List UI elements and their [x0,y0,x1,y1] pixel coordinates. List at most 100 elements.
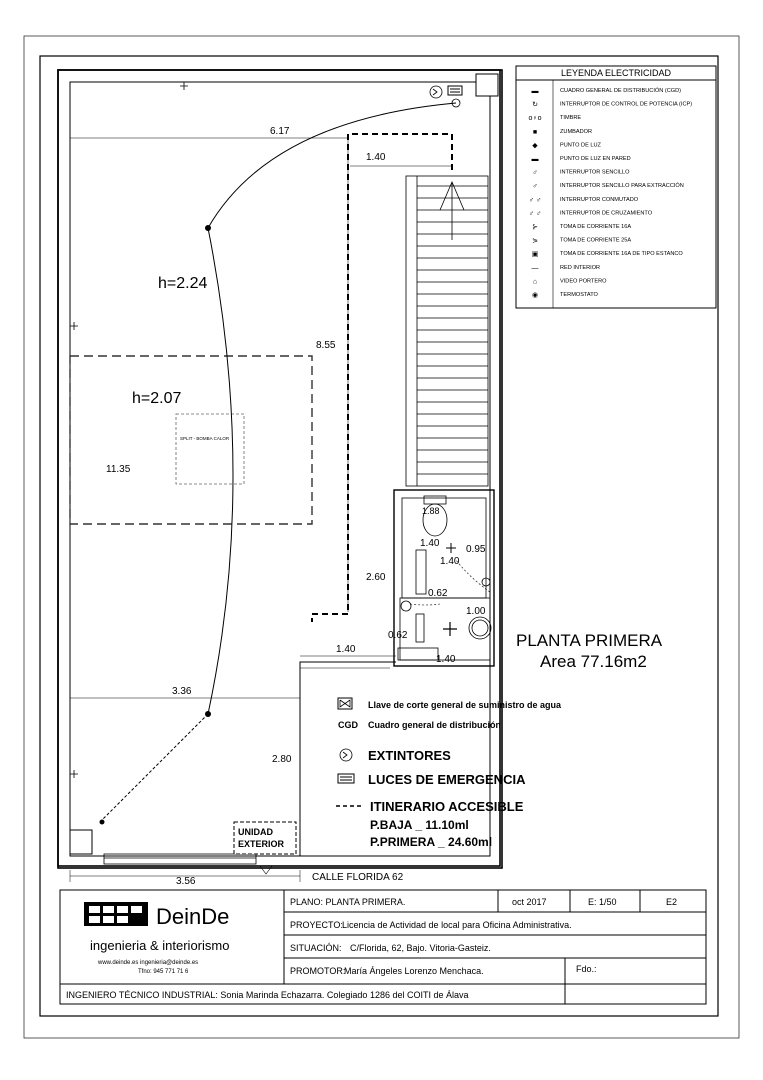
legend-label: INTERRUPTOR CONMUTADO [560,197,639,203]
legend-label: TOMA DE CORRIENTE 25A [560,238,631,244]
bell-icon: o♀o [528,115,541,122]
facade-window [103,853,257,865]
company-phone: Tfno: 945 771 71 6 [138,969,189,975]
legend-label: ZUMBADOR [560,129,592,135]
washbasin [468,616,492,640]
thermostat-icon: ◉ [532,292,538,299]
lighting-circuit-arc [207,102,457,715]
note-pprimera: P.PRIMERA _ 24.60ml [370,835,492,849]
legend-label: PUNTO DE LUZ EN PARED [560,156,631,162]
column-bottom-left [69,829,93,855]
dim-1-40-top: 1.40 [366,152,386,163]
wc-label: 1.88 [422,506,440,516]
legend-title: LEYENDA ELECTRICIDAD [561,68,672,78]
socket-25a-icon: ⋟ [532,238,538,245]
note-extinguishers: EXTINTORES [368,748,451,763]
split-label: SPLIT - BOMBA CALOR [180,436,230,441]
emergency-light-icon [337,773,355,784]
ceiling-height-1: h=2.24 [158,275,207,292]
note-route: ITINERARIO ACCESIBLE [370,799,524,814]
tb-proyecto: Licencia de Actividad de local para Ofic… [342,920,572,930]
legend-label: INTERRUPTOR DE CONTROL DE POTENCIA (ICP) [560,102,692,108]
notes-block: Llave de corte general de suministro de … [336,697,562,849]
legend-row: ↻INTERRUPTOR DE CONTROL DE POTENCIA (ICP… [532,102,692,109]
legend-row: ▬PUNTO DE LUZ EN PARED [532,156,631,163]
legend-label: INTERRUPTOR SENCILLO PARA EXTRACCIÓN [560,182,684,189]
dim-0-62-a: 0.62 [428,588,448,599]
tb-plano: PLANO: PLANTA PRIMERA. [290,897,405,907]
legend-row: ◆ PUNTO DE LUZ [532,142,601,149]
legend-row: ◉ TERMOSTATO [532,292,599,299]
tb-engineer: INGENIERO TÉCNICO INDUSTRIAL: Sonia Mari… [66,990,469,1000]
buzzer-icon: ■ [533,129,537,136]
line-icon: — [532,265,539,272]
drawing-frame [39,55,719,1017]
split-unit [175,413,245,485]
dim-3-56: 3.56 [176,876,196,887]
note-water-valve: Llave de corte general de suministro de … [368,700,562,710]
legend-label: CUADRO GENERAL DE DISTRIBUCIÓN (CGD) [560,87,681,94]
note-cgd-abbr: CGD [338,720,359,730]
tb-date: oct 2017 [512,897,547,907]
extraction-switch-icon: ♂ [532,183,537,190]
sealed-socket-icon: ▣ [532,251,539,258]
legend-label: TIMBRE [560,115,581,121]
cgd-panel-icon: ▬ [532,88,539,95]
plan-area: Area 77.16m2 [540,652,647,671]
tb-fdo: Fdo.: [576,964,597,974]
wall-sockets [70,82,188,778]
legend-row: ♂ ♂INTERRUPTOR CONMUTADO [529,197,639,204]
dim-1-40-wc: 1.40 [420,538,440,549]
legend-row: ♂ ♂INTERRUPTOR DE CRUZAMIENTO [529,210,653,217]
video-intercom-icon: ⌂ [533,278,537,285]
legend-row: ▬ CUADRO GENERAL DE DISTRIBUCIÓN (CGD) [532,87,682,95]
dim-1-00: 1.00 [466,606,486,617]
light-point-icon: ◆ [532,142,538,149]
tb-promotor: María Ángeles Lorenzo Menchaca. [344,966,484,976]
legend-row: o♀o TIMBRE [528,115,581,122]
legend-label: RED INTERIOR [560,265,600,271]
emergency-light-top [447,85,463,96]
socket-16a-icon: ⊱ [532,224,538,231]
light-point-3 [99,819,105,825]
column-top-right [475,73,499,97]
legend-label: VIDEO PORTERO [560,278,607,284]
tb-scale: E: 1/50 [588,897,617,907]
dim-6-17: 6.17 [270,126,290,137]
false-ceiling-zone [69,355,313,525]
legend-label: PUNTO DE LUZ [560,142,602,148]
legend-row: ■ ZUMBADOR [533,129,592,136]
tb-situacion: C/Florida, 62, Bajo. Vitoria-Gasteiz. [350,943,491,953]
lighting-circuit-lower [99,713,209,823]
dim-2-60: 2.60 [366,572,386,583]
electrical-legend: LEYENDA ELECTRICIDAD ▬ CUADRO GENERAL DE … [515,65,717,309]
dim-1-40-wc2: 1.40 [440,556,460,567]
company-name: DeinDe [156,904,229,929]
plan-title: PLANTA PRIMERA [516,631,663,650]
cross-switch-icon: ♂ ♂ [529,210,541,217]
tb-promotor-label: PROMOTOR: [290,966,345,976]
ceiling-height-2: h=2.07 [132,390,181,407]
dim-3-36: 3.36 [172,686,192,697]
title-block [59,889,707,1005]
extinguisher-top [429,85,443,99]
note-cgd: Cuadro general de distribución [368,720,501,730]
water-valve-icon [337,697,353,710]
outdoor-unit-label-1: UNIDAD [238,827,273,837]
staircase [405,175,489,487]
dim-1-40-mid: 1.40 [336,644,356,655]
light-point-1 [205,225,211,231]
dim-1-40-bottom: 1.40 [436,654,456,665]
legend-label: TOMA DE CORRIENTE 16A [560,224,631,230]
legend-row: ▣ TOMA DE CORRIENTE 16A DE TIPO ESTANCO [532,251,684,258]
single-switch-icon: ♂ [532,170,537,177]
dim-2-80: 2.80 [272,754,292,765]
legend-label: TERMOSTATO [560,292,599,298]
dim-0-62-b: 0.62 [388,630,408,641]
legend-row: — RED INTERIOR [532,265,601,272]
legend-row: ⋟ TOMA DE CORRIENTE 25A [532,238,631,245]
street-label: CALLE FLORIDA 62 [312,872,404,883]
tb-situacion-label: SITUACIÓN: [290,943,342,953]
legend-label: TOMA DE CORRIENTE 16A DE TIPO ESTANCO [560,251,683,257]
